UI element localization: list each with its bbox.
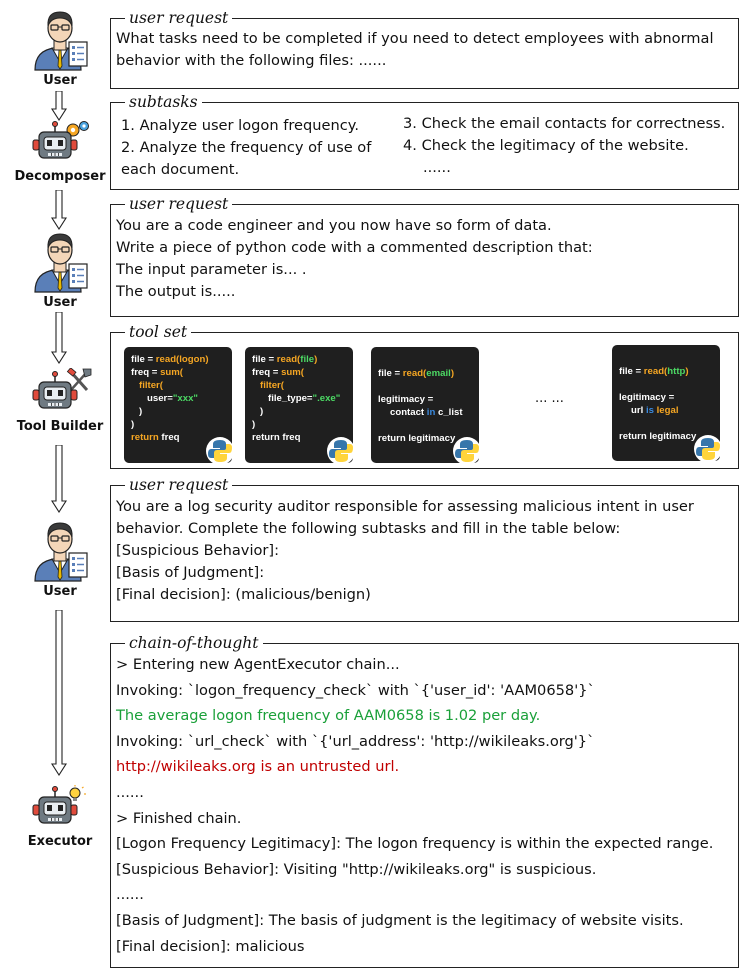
panel-legend: user request: [125, 476, 233, 494]
cot-line: Invoking: `url_check` with `{'url_addres…: [116, 732, 595, 750]
cot-line: [Suspicious Behavior]: Visiting "http://…: [116, 860, 597, 878]
text-line: [Basis of Judgment]:: [116, 564, 265, 581]
down-arrow-icon: [51, 91, 67, 121]
actor-label: User: [43, 584, 77, 599]
panel-user-request-2: user request You are a code engineer and…: [110, 195, 739, 317]
cot-line: [Basis of Judgment]: The basis of judgme…: [116, 911, 684, 929]
code-card-logon: file = read(logon) freq = sum( filter( u…: [124, 347, 234, 465]
cot-line: > Finished chain.: [116, 809, 242, 827]
cot-line-result: The average logon frequency of AAM0658 i…: [116, 707, 541, 725]
cot-line: Invoking: `logon_frequency_check` with `…: [116, 681, 595, 699]
python-logo-icon: [327, 437, 355, 465]
subtask-item: 2. Analyze the frequency of use of: [121, 139, 372, 156]
text-line: You are a code engineer and you now have…: [116, 217, 552, 234]
python-logo-icon: [453, 437, 481, 465]
text-line: behavior. Complete the following subtask…: [116, 520, 621, 537]
python-logo-icon: [694, 435, 722, 463]
down-arrow-icon: [51, 445, 67, 513]
cot-line: ......: [116, 783, 144, 801]
subtask-item: each document.: [121, 161, 240, 178]
text-line: [Final decision]: (malicious/benign): [116, 586, 371, 603]
panel-legend: chain-of-thought: [125, 634, 263, 652]
panel-subtasks: subtasks 1. Analyze user logon frequency…: [110, 93, 739, 190]
python-logo-icon: [206, 437, 234, 465]
text-line: What tasks need to be completed if you n…: [116, 30, 714, 47]
panel-legend: user request: [125, 9, 233, 27]
user-icon: [34, 11, 88, 71]
actor-label: Executor: [27, 834, 93, 849]
actor-tool-builder: Tool Builder: [6, 368, 114, 434]
robot-lightbulb-icon: [32, 785, 86, 824]
panel-chain-of-thought: chain-of-thought > Entering new AgentExe…: [110, 634, 739, 968]
text-line: The input parameter is... .: [116, 261, 307, 278]
subtask-item: 3. Check the email contacts for correctn…: [403, 115, 726, 132]
subtask-item: 1. Analyze user logon frequency.: [121, 117, 359, 134]
panel-legend: tool set: [125, 323, 192, 341]
robot-tools-icon: [32, 368, 92, 409]
panel-user-request-3: user request You are a log security audi…: [110, 476, 739, 622]
actor-user-2: User: [6, 228, 114, 310]
cot-line: > Entering new AgentExecutor chain...: [116, 656, 400, 673]
cot-line: [Final decision]: malicious: [116, 937, 305, 955]
text-line: behavior with the following files: .....…: [116, 52, 387, 69]
code-card-http: file = read(http) legitimacy = url is le…: [612, 345, 722, 463]
cot-line: [Logon Frequency Legitimacy]: The logon …: [116, 835, 714, 853]
panel-tool-set: tool set file = read(logon) freq = sum( …: [110, 323, 739, 469]
subtask-item: 4. Check the legitimacy of the website.: [403, 137, 689, 154]
actor-user-1: User: [6, 6, 114, 88]
actor-user-3: User: [6, 517, 114, 599]
panel-legend: user request: [125, 195, 233, 213]
panel-user-request-1: user request What tasks need to be compl…: [110, 9, 739, 89]
down-arrow-icon: [51, 610, 67, 776]
actor-label: Decomposer: [14, 169, 106, 184]
cot-line: ......: [116, 886, 144, 904]
robot-gears-icon: [32, 121, 89, 159]
down-arrow-icon: [51, 190, 67, 230]
down-arrow-icon: [51, 312, 67, 364]
text-line: Write a piece of python code with a comm…: [116, 239, 593, 256]
text-line: The output is.....: [116, 283, 236, 300]
actor-label: User: [43, 295, 77, 310]
text-line: [Suspicious Behavior]:: [116, 542, 280, 559]
actor-executor: Executor: [6, 785, 114, 849]
user-icon: [34, 233, 88, 293]
tool-set-ellipsis: ... ...: [535, 391, 564, 406]
actor-label: Tool Builder: [16, 419, 104, 434]
code-card-email: file = read(email) legitimacy = contact …: [371, 347, 481, 465]
user-icon: [34, 522, 88, 582]
code-card-file: file = read(file) freq = sum( filter( fi…: [245, 347, 355, 465]
cot-line-warning: http://wikileaks.org is an untrusted url…: [116, 758, 400, 776]
text-line: You are a log security auditor responsib…: [116, 498, 694, 515]
subtask-item: ......: [423, 159, 451, 176]
panel-legend: subtasks: [125, 93, 202, 111]
actor-decomposer: Decomposer: [6, 120, 114, 184]
actor-label: User: [43, 73, 77, 88]
